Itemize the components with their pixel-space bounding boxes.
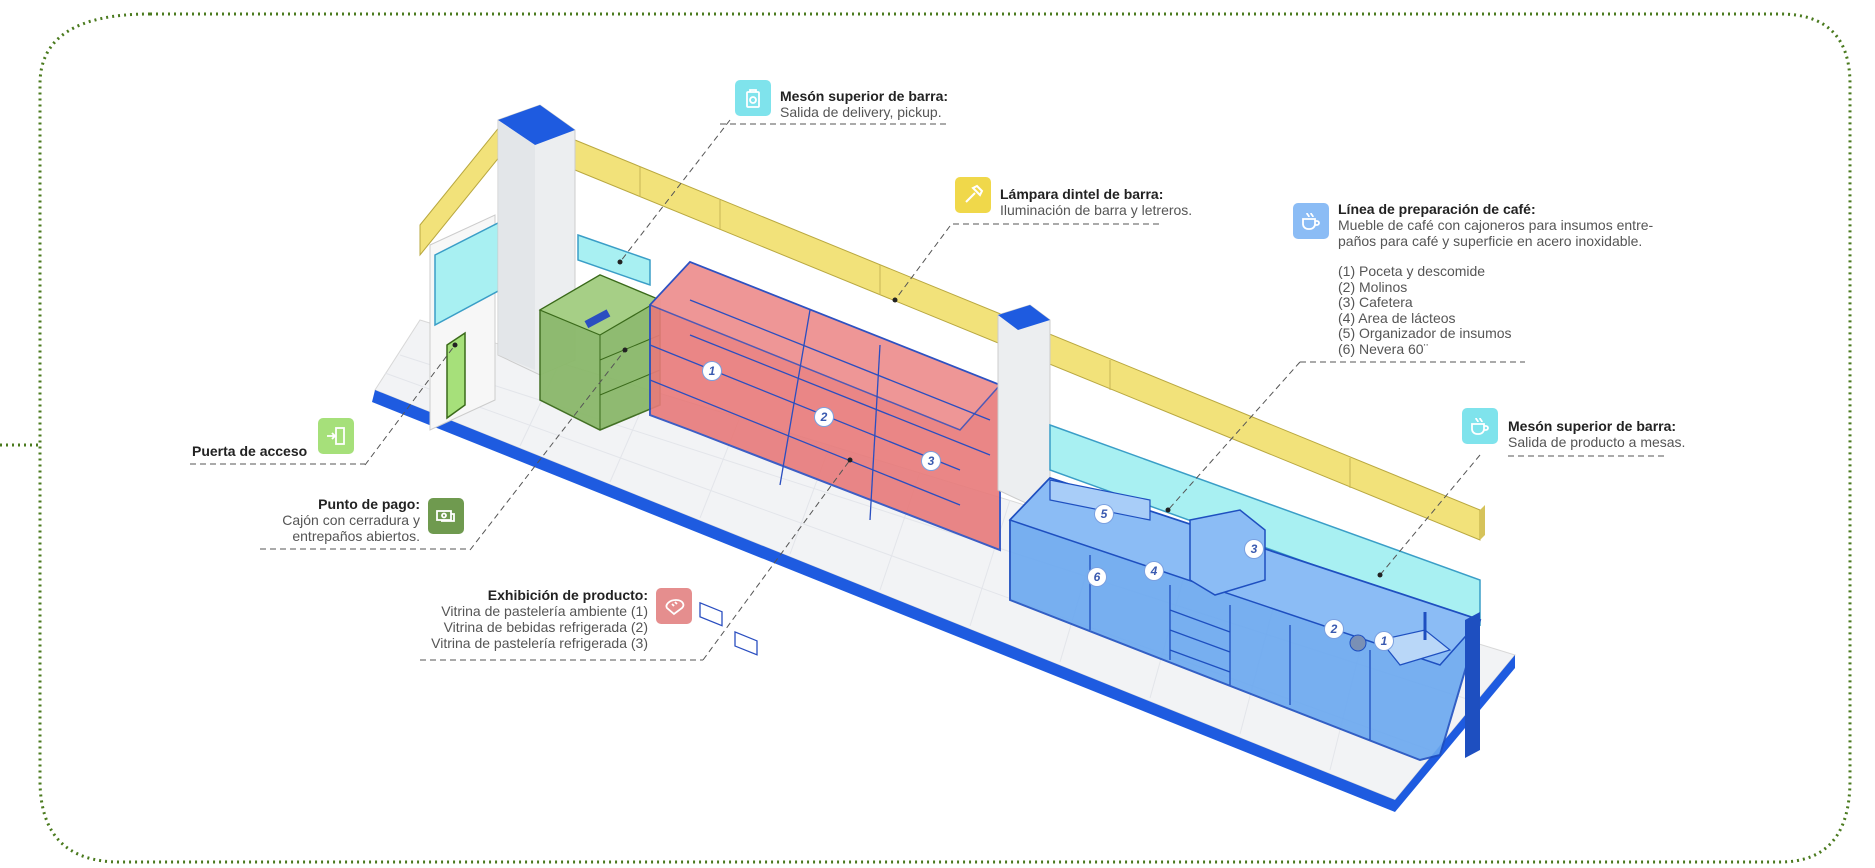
list-item: (2) Molinos — [1338, 278, 1408, 295]
door-exit-icon — [318, 418, 354, 454]
cash-payment-icon — [428, 498, 464, 534]
list-item: (3) Cafetera — [1338, 294, 1413, 310]
list-item: (6) Nevera 60¨ — [1338, 340, 1429, 357]
list-item: (4) Area de lácteos — [1338, 309, 1456, 326]
coffee-marker-4: 4 — [1145, 562, 1163, 580]
pillar-right — [997, 304, 1051, 506]
coffee-line-items: (1) Poceta y descomide (2) Molinos (3) C… — [1338, 263, 1512, 357]
label-title: Mesón superior de barra: — [780, 88, 949, 104]
entry-wall — [429, 214, 501, 431]
hammer-icon — [955, 177, 991, 213]
label-item: Vitrina de bebidas refrigerada (2) — [443, 619, 648, 635]
display-marker-1: 1 — [703, 362, 721, 380]
coffee-marker-1: 1 — [1375, 632, 1393, 650]
leader-dots — [452, 259, 1383, 578]
label-coffee-line: Línea de preparación de café: Mueble de … — [1338, 201, 1653, 249]
label-title: Lámpara dintel de barra: — [1000, 186, 1164, 202]
label-payment: Punto de pago: Cajón con cerradura y ent… — [262, 496, 420, 544]
label-desc-2: entrepaños abiertos. — [292, 528, 420, 544]
coffee-marker-3: 3 — [1245, 540, 1263, 558]
label-desc: Iluminación de barra y letreros. — [1000, 202, 1193, 218]
label-desc-1: Mueble de café con cajoneros para insumo… — [1338, 217, 1654, 233]
bread-icon — [656, 588, 692, 624]
leader-lines — [190, 119, 1665, 661]
label-display: Exhibición de producto: Vitrina de paste… — [400, 587, 648, 651]
label-item: Vitrina de pastelería refrigerada (3) — [431, 635, 648, 651]
label-title: Punto de pago: — [318, 496, 420, 512]
label-pickup-counter: Mesón superior de barra: Salida de deliv… — [780, 88, 948, 120]
coffee-marker-6: 6 — [1088, 568, 1106, 586]
label-desc: Salida de producto a mesas. — [1508, 434, 1686, 450]
label-desc-1: Cajón con cerradura y — [282, 512, 420, 528]
display-marker-2: 2 — [815, 408, 833, 426]
label-title: Exhibición de producto: — [487, 587, 648, 603]
display-cases — [648, 260, 1002, 656]
coffee-marker-2: 2 — [1325, 620, 1343, 638]
coffee-marker-5: 5 — [1095, 505, 1113, 523]
label-door: Puerta de acceso — [192, 443, 307, 459]
label-title: Puerta de acceso — [192, 443, 308, 459]
label-desc: Salida de delivery, pickup. — [780, 104, 942, 120]
list-item: (1) Poceta y descomide — [1338, 263, 1486, 279]
label-title: Mesón superior de barra: — [1508, 418, 1677, 434]
list-item: (5) Organizador de insumos — [1338, 325, 1512, 341]
label-tables-counter: Mesón superior de barra: Salida de produ… — [1508, 418, 1685, 450]
payment-cabinet — [538, 274, 662, 431]
coffee-cup-icon — [1293, 203, 1329, 239]
coffee-cup-icon — [1462, 408, 1498, 444]
display-marker-3: 3 — [922, 452, 940, 470]
pickup-counter — [577, 233, 651, 287]
delivery-bag-icon — [735, 80, 771, 116]
coffee-line — [1008, 476, 1482, 762]
label-title: Línea de preparación de café: — [1338, 201, 1536, 217]
label-desc-2: paños para café y superficie en acero in… — [1338, 233, 1643, 249]
label-item: Vitrina de pastelería ambiente (1) — [441, 603, 648, 619]
label-lamp: Lámpara dintel de barra: Iluminación de … — [1000, 186, 1192, 218]
